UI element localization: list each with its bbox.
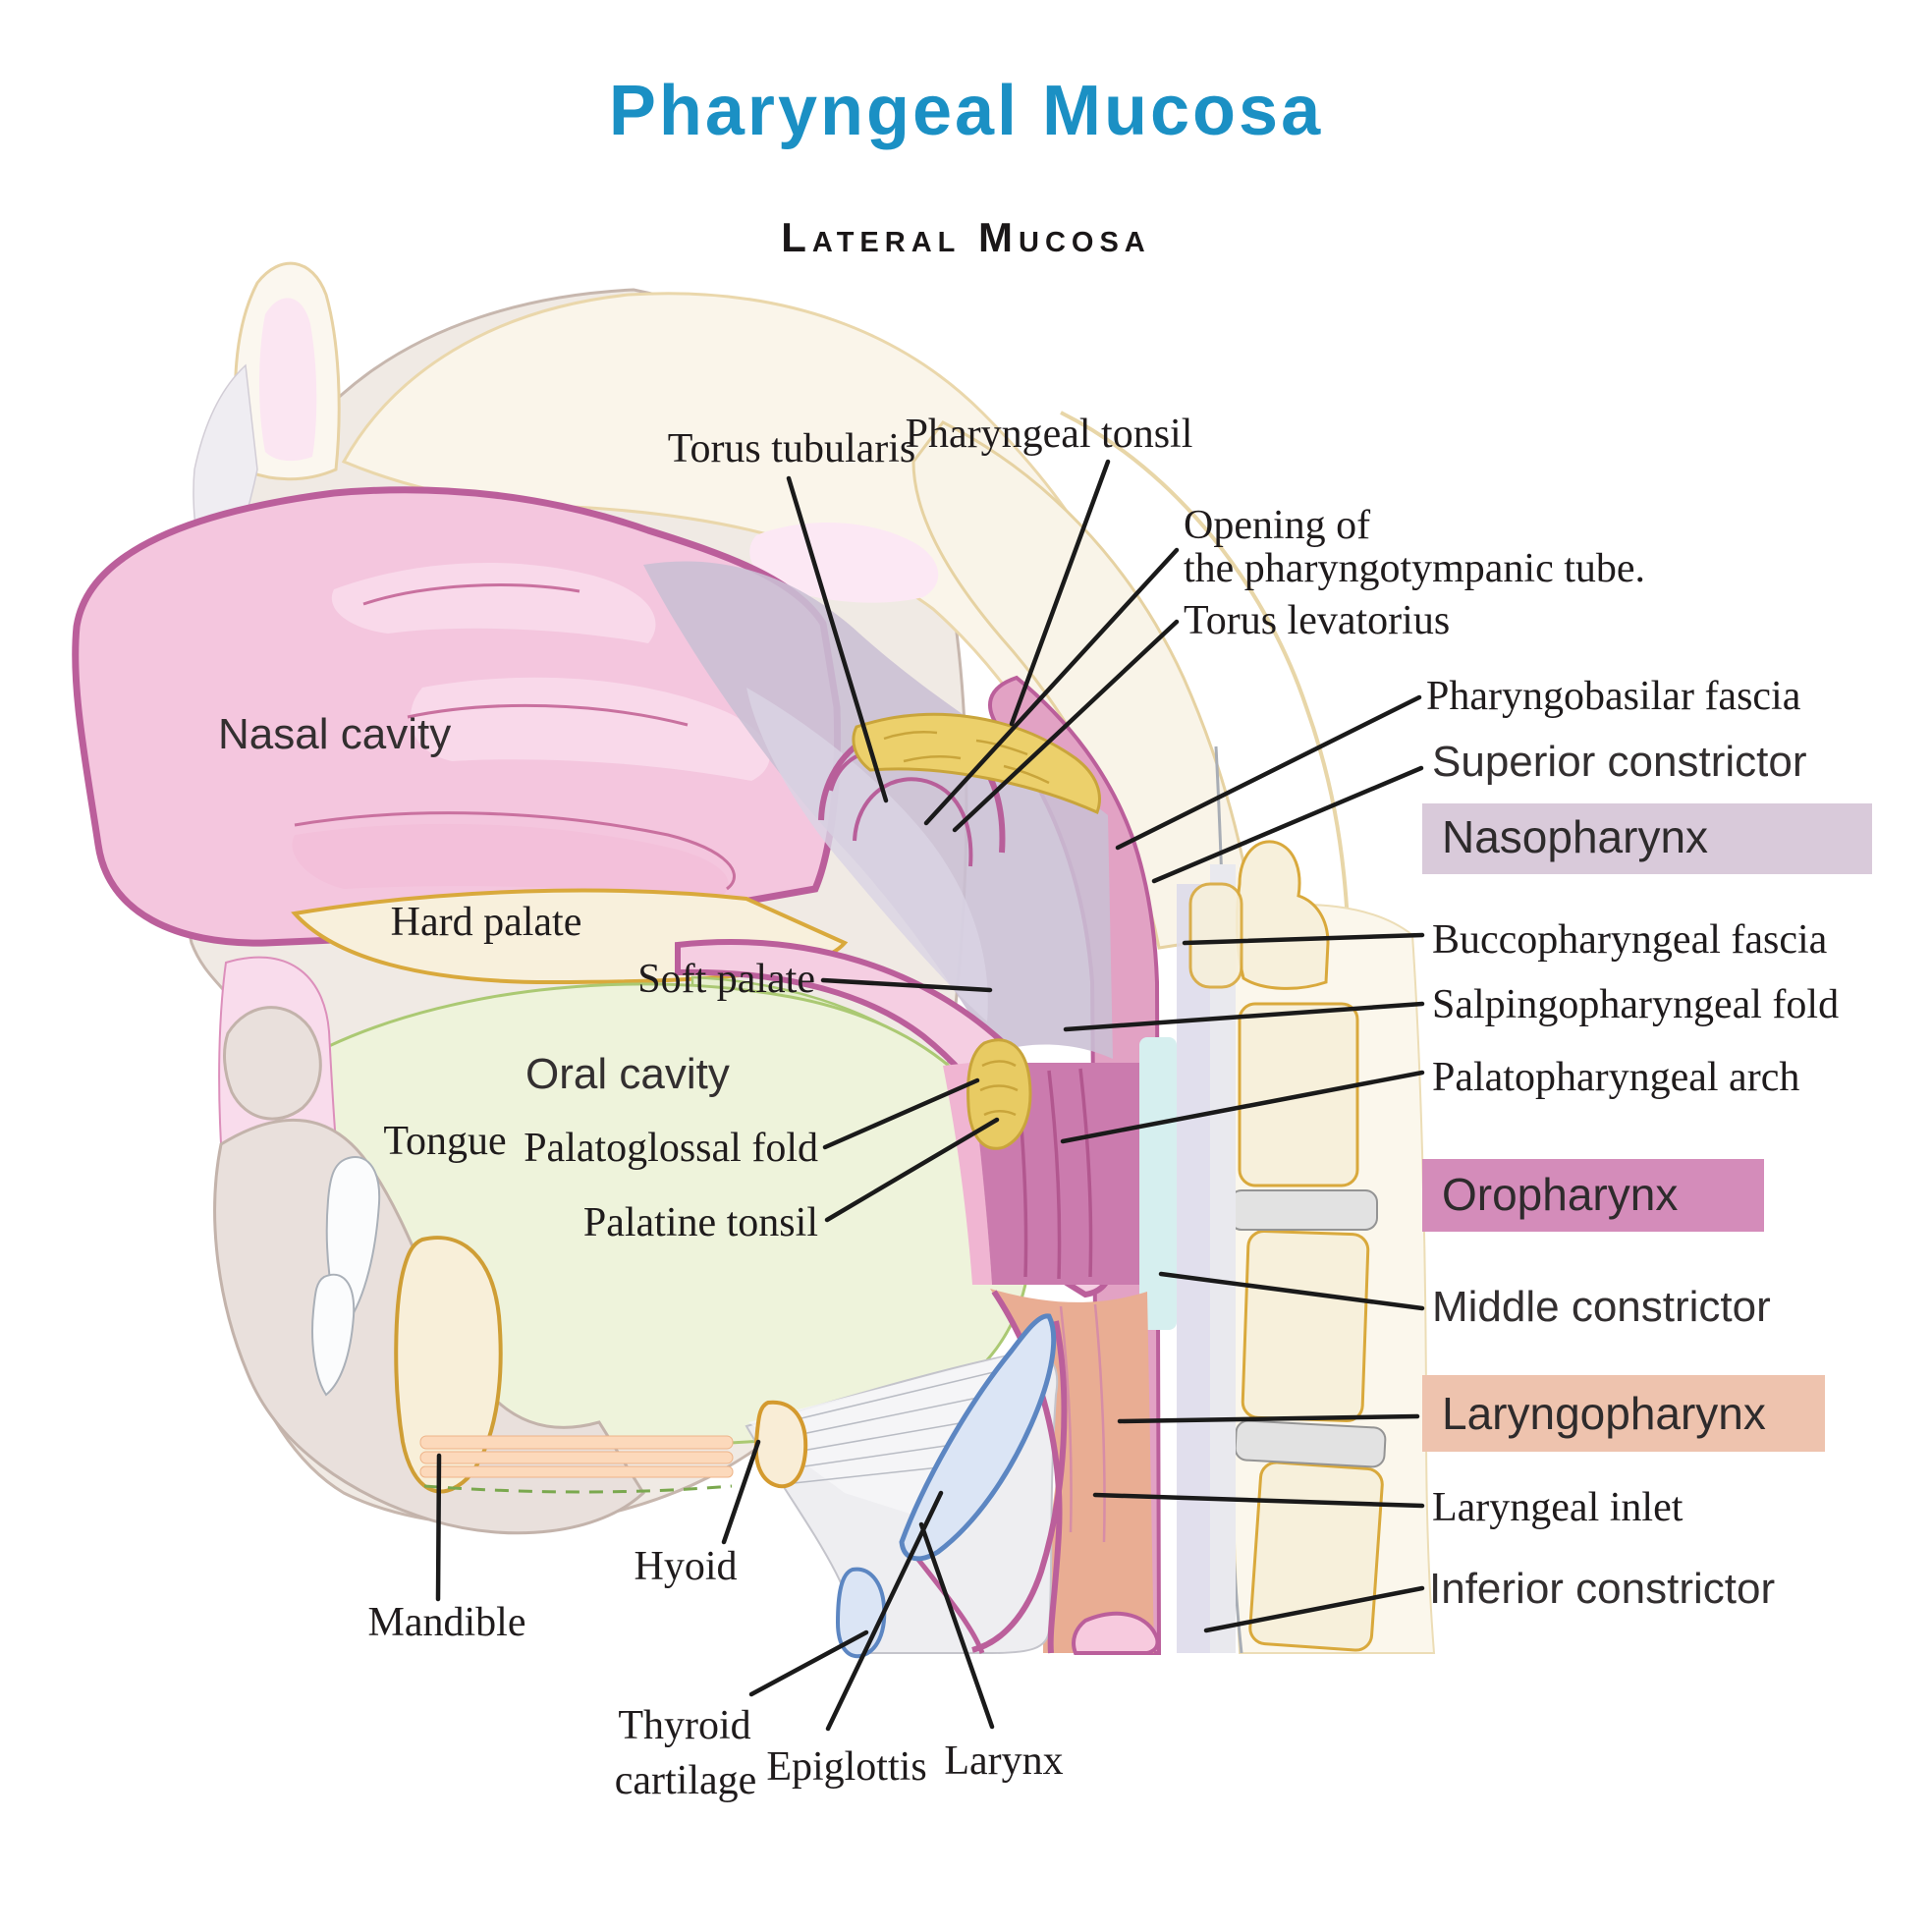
leader-palatopharyngeal-arch [1060,1070,1425,1144]
label-thyroid-cartilage-line2: cartilage [615,1758,757,1803]
prevertebral-strips-shape [1177,864,1243,1653]
leader-pharyngeal-tonsil [1009,459,1111,727]
label-pharyngeal-tonsil: Pharyngeal tonsil [906,412,1193,457]
pharyngeal-tonsil-shape [852,712,1101,815]
label-pharyngobasilar-fascia: Pharyngobasilar fascia [1426,674,1801,719]
label-soft-palate: Soft palate [637,957,815,1002]
label-laryngeal-inlet: Laryngeal inlet [1432,1485,1684,1530]
label-opening-line1: Opening of [1184,503,1370,548]
oropharynx-badge-label: Oropharynx [1442,1169,1678,1220]
label-buccopharyngeal-fascia: Buccopharyngeal fascia [1432,917,1828,963]
label-thyroid-cartilage-line1: Thyroid [618,1703,750,1748]
label-mandible: Mandible [368,1600,526,1645]
nasopharynx-badge-bg [1422,803,1872,874]
leader-laryngopharynx [1117,1413,1420,1424]
leader-soft-palate [820,977,993,993]
leader-mandible [435,1453,442,1602]
nasopharynx-badge: Nasopharynx [1422,803,1872,874]
leader-thyroid-cartilage [748,1629,869,1697]
hyoid-bone-shape [753,1400,808,1489]
label-torus-tubularis: Torus tubularis [668,426,916,471]
leader-hyoid [721,1439,761,1545]
leader-pharyngobasilar-fascia [1115,694,1422,851]
laryngopharynx-badge: Laryngopharynx [1422,1375,1825,1452]
label-tongue: Tongue [383,1119,506,1164]
oropharynx-badge: Oropharynx [1422,1159,1764,1232]
nasopharynx-badge-label: Nasopharynx [1442,811,1708,862]
leader-inferior-constrictor [1203,1585,1425,1633]
middle-constrictor-strip-shape [1139,1037,1177,1330]
page-title: Pharyngeal Mucosa [608,72,1324,150]
leader-laryngeal-inlet [1092,1492,1425,1509]
leader-buccopharyngeal-fascia [1182,932,1425,946]
leader-torus-levatorius [952,619,1180,833]
label-superior-constrictor: Superior constrictor [1432,738,1806,786]
label-oral-cavity: Oral cavity [525,1050,730,1098]
leader-opening-pharyngotympanic [923,547,1180,826]
label-larynx: Larynx [944,1739,1063,1784]
nasal-cavity-shape [72,486,842,947]
leader-palatine-tonsil [824,1117,1000,1223]
label-hyoid: Hyoid [635,1544,738,1589]
leader-larynx [918,1521,995,1730]
leader-superior-constrictor [1151,765,1424,884]
skull-shape [193,261,1350,950]
label-epiglottis: Epiglottis [766,1744,926,1790]
label-salpingopharyngeal-fold: Salpingopharyngeal fold [1432,982,1839,1027]
laryngopharynx-region-shape [990,1289,1154,1653]
label-palatine-tonsil: Palatine tonsil [583,1200,818,1245]
leader-palatoglossal-fold [822,1077,980,1150]
label-hard-palate: Hard palate [391,900,582,945]
label-torus-levatorius: Torus levatorius [1184,598,1450,643]
label-palatopharyngeal-arch: Palatopharyngeal arch [1432,1055,1799,1100]
leader-middle-constrictor [1158,1271,1425,1311]
mouth-floor-muscles-shape [419,1435,734,1494]
leader-salpingopharyngeal-fold [1063,1001,1425,1032]
label-nasal-cavity: Nasal cavity [218,710,451,758]
vertebral-column-shape [1214,745,1436,1654]
page-subtitle: Lateral Mucosa [781,214,1151,260]
laryngopharynx-badge-label: Laryngopharynx [1442,1388,1766,1439]
leader-torus-tubularis [786,475,889,803]
oropharynx-badge-bg [1422,1159,1764,1232]
label-inferior-constrictor: Inferior constrictor [1429,1565,1775,1613]
label-middle-constrictor: Middle constrictor [1432,1283,1771,1331]
label-opening-line2: the pharyngotympanic tube. [1184,546,1645,591]
label-palatoglossal-fold: Palatoglossal fold [524,1126,818,1171]
laryngopharynx-badge-bg [1422,1375,1825,1452]
